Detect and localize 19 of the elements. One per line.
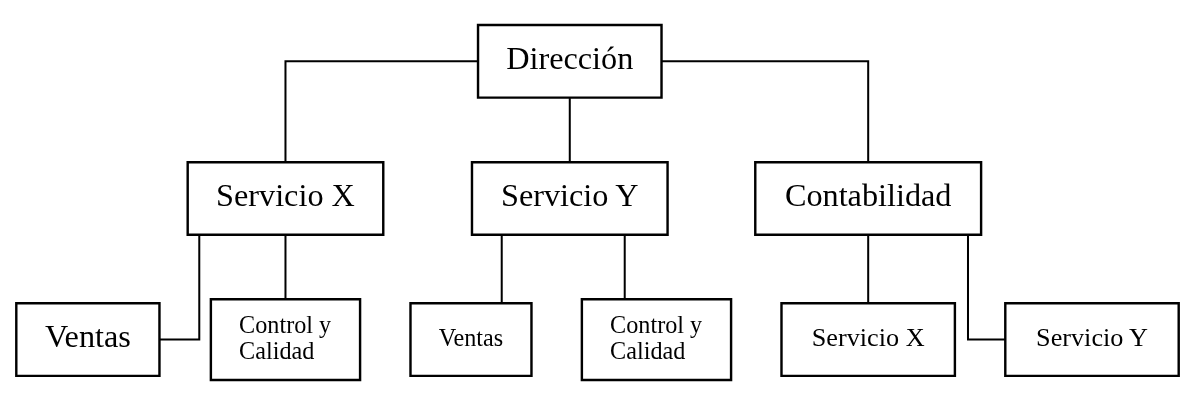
node-box: Ventas <box>15 302 161 378</box>
connector <box>661 60 870 162</box>
node-box: Servicio X <box>780 302 957 378</box>
node-box: Servicio Y <box>1004 302 1180 378</box>
node-box: Servicio Y <box>470 160 669 236</box>
node-box: Control y Calidad <box>209 298 362 382</box>
connector <box>159 234 201 341</box>
node-box: Control y Calidad <box>580 298 733 382</box>
connector <box>867 234 870 303</box>
connector <box>623 234 626 299</box>
connector <box>500 234 503 303</box>
node-box: Contabilidad <box>754 160 983 236</box>
node-box: Dirección <box>476 23 663 99</box>
node-box: Servicio X <box>186 160 385 236</box>
connector <box>967 234 1006 341</box>
connector <box>568 98 571 162</box>
node-box: Ventas <box>409 302 533 378</box>
connector <box>284 234 287 299</box>
connector <box>284 60 478 162</box>
